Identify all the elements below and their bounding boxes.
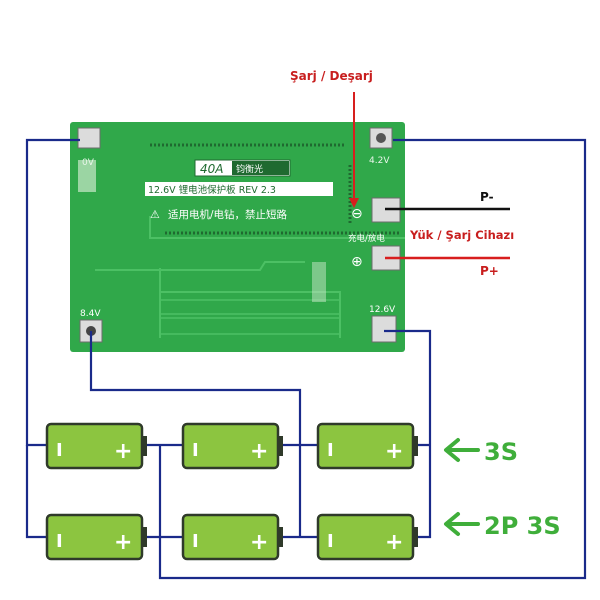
minus-symbol-icon: ⊖	[351, 206, 363, 222]
wire-42v	[158, 138, 587, 580]
pad-42v-hole	[376, 133, 386, 143]
brand-cn: 钧衡光	[236, 163, 263, 175]
rev-label: 12.6V 锂电池保护板 REV 2.3	[148, 184, 276, 196]
battery-positive-mark: +	[385, 530, 403, 555]
label-2p3s: 2P 3S	[484, 512, 561, 540]
pad-42v-label: 4.2V	[369, 156, 390, 166]
battery-cell: I +	[45, 422, 147, 470]
bms-board	[70, 122, 405, 352]
pad-0v-terminal	[77, 127, 101, 149]
sarj-pointer-arrow	[349, 198, 359, 208]
battery-negative-mark: I	[192, 531, 199, 552]
battery-cell: I +	[181, 422, 283, 470]
p-minus-label: P-	[480, 190, 494, 204]
battery-terminal	[412, 527, 418, 547]
board-pad-cluster	[312, 262, 326, 302]
wire-84v	[89, 331, 302, 445]
battery-negative-mark: I	[192, 440, 199, 461]
series-3s-indicator: 3S	[444, 438, 518, 466]
battery-cell: I +	[181, 513, 283, 561]
battery-cell: I +	[316, 513, 418, 561]
board-trace	[159, 317, 341, 335]
yuk-sarj-label: Yük / Şarj Cihazı	[409, 228, 514, 242]
battery-negative-mark: I	[56, 440, 63, 461]
board-trace	[159, 299, 341, 315]
warning-triangle-icon: ⚠	[150, 208, 160, 221]
battery-cell: I +	[45, 513, 147, 561]
charge-label: 充电/放电	[348, 233, 385, 244]
battery-positive-mark: +	[250, 530, 268, 555]
battery-positive-mark: +	[385, 439, 403, 464]
board-title-box: 40A 钧衡光	[194, 159, 291, 177]
arrow-left-icon	[444, 438, 480, 462]
wire-0v-top-row	[25, 138, 80, 447]
warning-text: 适用电机/电钻，禁止短路	[168, 208, 288, 221]
battery-negative-mark: I	[327, 531, 334, 552]
arrow-left-icon	[444, 512, 480, 536]
battery-terminal	[141, 527, 147, 547]
battery-row-bottom: I + I + I +	[45, 513, 418, 561]
battery-positive-mark: +	[250, 439, 268, 464]
battery-terminal	[277, 527, 283, 547]
board-trace	[149, 216, 405, 239]
battery-terminal	[277, 436, 283, 456]
sarj-desarj-label: Şarj / Deşarj	[290, 69, 373, 83]
title-40a: 40A	[200, 162, 223, 176]
battery-terminal	[412, 436, 418, 456]
plus-symbol-icon: ⊕	[351, 254, 363, 270]
pad-84v-label: 8.4V	[80, 309, 101, 319]
wire-0v-bottom-row	[25, 445, 50, 539]
battery-negative-mark: I	[327, 440, 334, 461]
pad-126v-terminal	[371, 315, 397, 343]
battery-positive-mark: +	[114, 439, 132, 464]
battery-terminal	[141, 436, 147, 456]
battery-row-top: I + I + I +	[45, 422, 418, 470]
pad-42v: 4.2V	[369, 127, 393, 166]
battery-negative-mark: I	[56, 531, 63, 552]
wire-126v	[384, 329, 432, 539]
pad-0v-label: 0V	[82, 158, 95, 168]
battery-cell: I +	[316, 422, 418, 470]
battery-positive-mark: +	[114, 530, 132, 555]
brand-bg	[232, 161, 289, 175]
pad-126v-label: 12.6V	[369, 305, 396, 315]
parallel-2p3s-indicator: 2P 3S	[444, 512, 561, 540]
pad-0v: 0V	[77, 127, 101, 168]
board-trace	[95, 261, 305, 271]
wiring	[25, 138, 587, 580]
label-3s: 3S	[484, 438, 518, 466]
board-pad-cluster	[78, 160, 96, 192]
pad-126v: 12.6V	[369, 305, 397, 343]
p-plus-label: P+	[480, 264, 499, 278]
rev-label-bg	[145, 182, 333, 196]
